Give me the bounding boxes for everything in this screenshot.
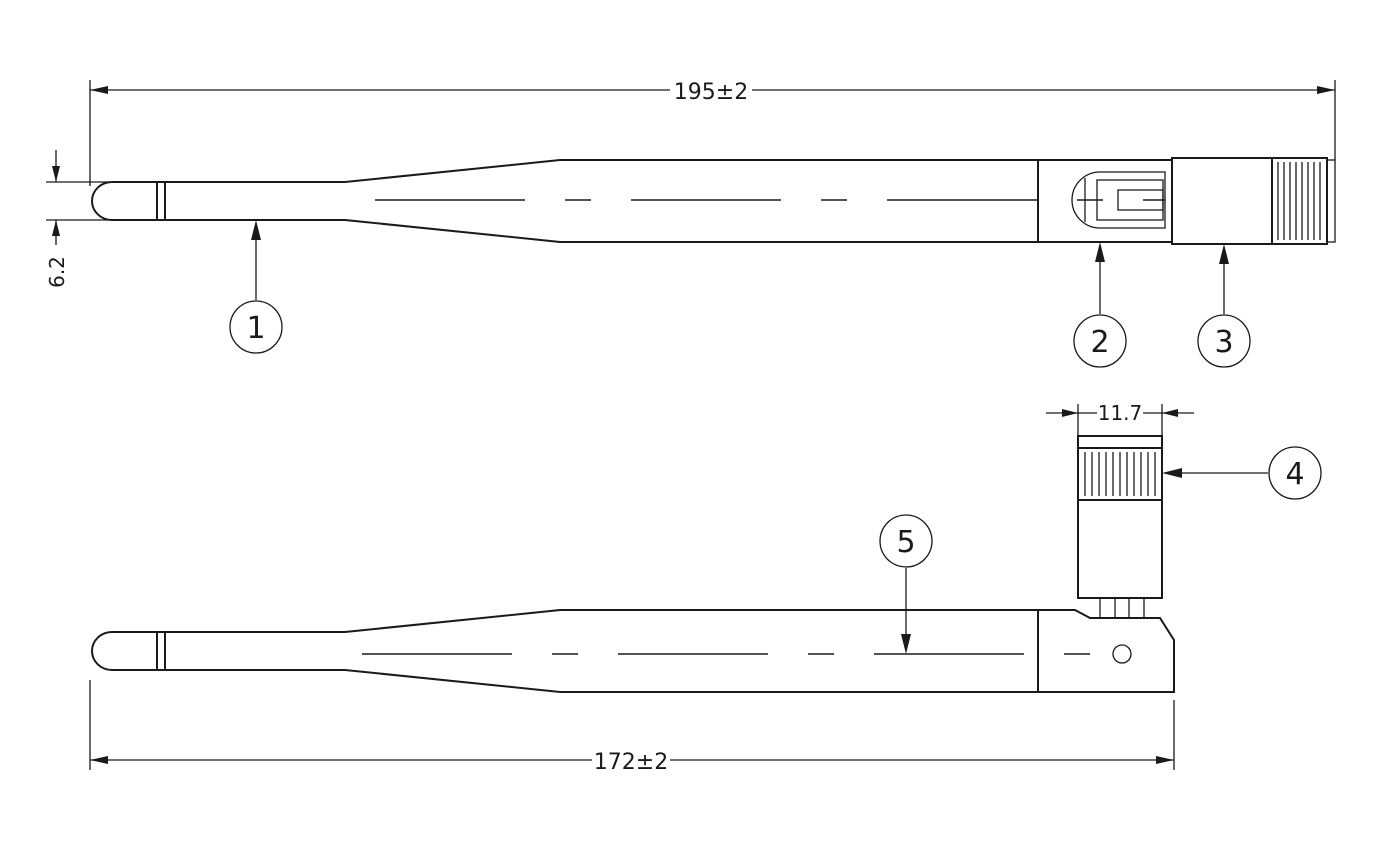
knurling-bent [1084,452,1156,496]
callout-2: 2 [1073,242,1127,368]
dimension-label: 11.7 [1098,401,1143,425]
callout-number: 1 [246,311,265,346]
callout-number: 4 [1285,457,1304,492]
dimension-label: 172±2 [594,750,668,775]
dimension-tip-diameter: 6.2 [45,150,110,288]
dimension-connector-width: 11.7 [1046,401,1194,440]
callout-5: 5 [879,514,933,654]
dimension-overall-length-bent: 172±2 [89,680,1175,775]
callout-number: 5 [896,525,915,560]
callout-4: 4 [1162,446,1322,500]
knurling-straight [1277,162,1321,240]
bent-antenna-view: 11.7 [89,401,1322,775]
dimension-label: 195±2 [674,80,748,105]
straight-antenna-view: 195±2 6.2 [45,80,1336,368]
callout-1: 1 [229,220,283,354]
callout-number: 2 [1090,325,1109,360]
dimension-label: 6.2 [45,256,69,288]
dimension-overall-length-straight: 195±2 [89,80,1336,186]
callout-3: 3 [1197,244,1251,368]
callout-number: 3 [1214,325,1233,360]
connector-vertical [1077,435,1163,619]
antenna-body-straight [91,157,1336,245]
antenna-body-bent [91,609,1175,693]
